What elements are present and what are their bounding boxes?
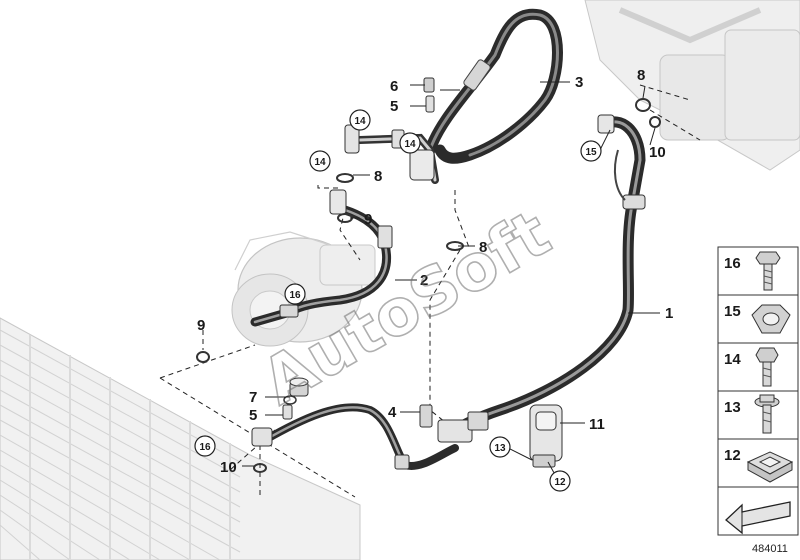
svg-text:12: 12 xyxy=(724,447,741,464)
callout-8b: 8 xyxy=(374,168,382,185)
svg-text:14: 14 xyxy=(314,157,326,168)
refrigerant-line-1 xyxy=(437,114,646,443)
direction-arrow-icon xyxy=(725,501,791,535)
svg-text:16: 16 xyxy=(289,290,301,301)
callout-9a: 9 xyxy=(364,211,372,228)
callout-5a: 5 xyxy=(390,98,398,115)
callout-16b: 16 xyxy=(194,435,216,457)
diagram-number: 484011 xyxy=(752,543,788,555)
svg-text:14: 14 xyxy=(354,116,366,127)
callout-4: 4 xyxy=(388,404,397,421)
callout-9b: 9 xyxy=(197,317,205,334)
callout-11: 11 xyxy=(589,416,605,433)
svg-text:16: 16 xyxy=(199,442,211,453)
hex-bolt-icon xyxy=(755,347,779,387)
svg-text:13: 13 xyxy=(494,443,506,454)
refrigerant-line-lower xyxy=(251,403,459,470)
callout-6: 6 xyxy=(390,78,398,95)
parts-panel-cell-13: 13 xyxy=(717,390,799,440)
callout-1: 1 xyxy=(665,305,673,322)
refrigerant-line-2 xyxy=(250,189,393,327)
svg-text:12: 12 xyxy=(554,477,566,488)
callout-5b: 5 xyxy=(249,407,257,424)
hex-flange-bolt-icon xyxy=(755,251,781,291)
parts-panel-cell-16: 16 xyxy=(717,246,799,296)
svg-text:16: 16 xyxy=(724,255,741,272)
svg-text:14: 14 xyxy=(404,139,416,150)
callout-10b: 10 xyxy=(220,459,237,476)
callout-13: 13 xyxy=(489,436,511,458)
hex-nut-icon xyxy=(751,304,791,334)
callout-14a: 14 xyxy=(349,109,371,131)
callout-8a: 8 xyxy=(637,67,645,84)
small-parts xyxy=(196,77,661,473)
svg-text:14: 14 xyxy=(724,351,741,368)
svg-text:13: 13 xyxy=(724,399,741,416)
parts-panel: 16 15 14 xyxy=(717,246,799,536)
callout-8c: 8 xyxy=(479,239,487,256)
callout-16a: 16 xyxy=(284,283,306,305)
plain-callouts: 1 2 3 4 5 5 6 7 8 8 8 9 9 10 10 11 xyxy=(197,67,673,476)
leader-lines xyxy=(242,81,660,481)
svg-text:15: 15 xyxy=(724,303,741,320)
svg-text:15: 15 xyxy=(585,147,597,158)
clip-nut-icon xyxy=(746,451,794,483)
callout-15: 15 xyxy=(580,140,602,162)
washer-bolt-icon xyxy=(754,394,780,434)
callout-2: 2 xyxy=(420,272,428,289)
callout-14c: 14 xyxy=(399,132,421,154)
parts-panel-cell-12: 12 xyxy=(717,438,799,488)
callout-10a: 10 xyxy=(649,144,666,161)
callout-7: 7 xyxy=(249,389,257,406)
callout-3: 3 xyxy=(575,74,583,91)
circled-callouts: 12 13 14 14 14 15 16 16 xyxy=(194,109,602,492)
parts-panel-cell-15: 15 xyxy=(717,294,799,344)
parts-panel-cell-arrow xyxy=(717,486,799,536)
evaporator-housing xyxy=(584,0,800,171)
condenser xyxy=(0,317,361,560)
callout-14b: 14 xyxy=(309,150,331,172)
parts-panel-cell-14: 14 xyxy=(717,342,799,392)
callout-12: 12 xyxy=(549,470,571,492)
